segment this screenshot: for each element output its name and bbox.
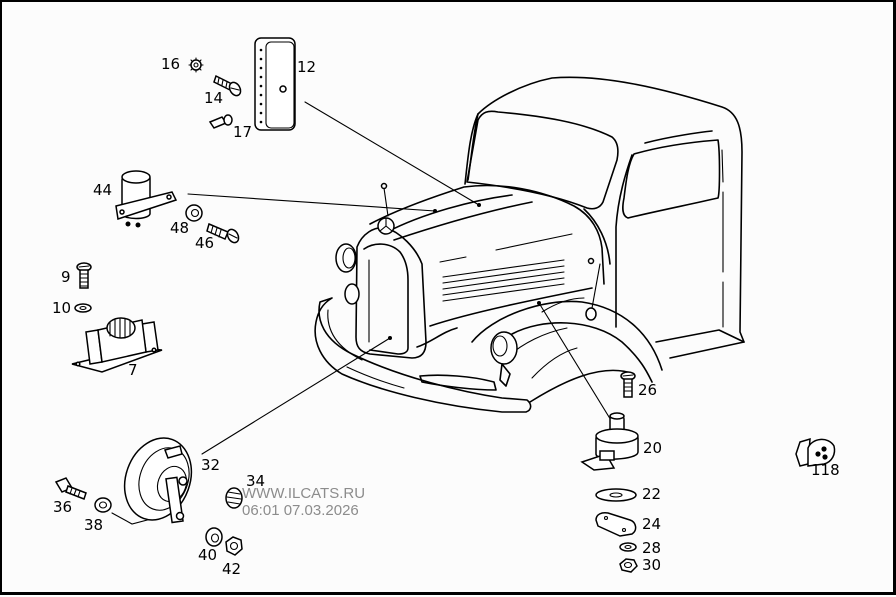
part-118-grommet[interactable] xyxy=(795,437,836,467)
part-22-washer[interactable] xyxy=(595,488,637,502)
part-14-screw[interactable] xyxy=(213,74,243,98)
part-24-plate[interactable] xyxy=(595,512,637,537)
part-20-switch[interactable] xyxy=(580,412,639,471)
part-36-bolt[interactable] xyxy=(54,477,87,500)
label-part-44[interactable]: 44 xyxy=(93,181,113,199)
label-part-38[interactable]: 38 xyxy=(84,516,104,534)
part-7-regulator[interactable] xyxy=(71,317,163,373)
part-9-screw[interactable] xyxy=(76,262,92,289)
label-part-17[interactable]: 17 xyxy=(233,123,253,141)
label-part-118[interactable]: 118 xyxy=(811,461,840,479)
truck-body xyxy=(314,76,745,413)
label-part-9[interactable]: 9 xyxy=(61,268,71,286)
part-28-spring-washer[interactable] xyxy=(619,542,637,552)
label-part-36[interactable]: 36 xyxy=(53,498,73,516)
part-10-lock-washer[interactable] xyxy=(74,303,92,313)
label-part-32[interactable]: 32 xyxy=(201,456,221,474)
watermark-site: WWW.ILCATS.RU xyxy=(242,485,366,502)
label-part-40[interactable]: 40 xyxy=(198,546,218,564)
label-part-16[interactable]: 16 xyxy=(161,55,181,73)
part-42-nut[interactable] xyxy=(225,536,243,556)
part-26-screw[interactable] xyxy=(620,371,636,398)
part-40-spring-washer[interactable] xyxy=(205,527,223,547)
label-part-48[interactable]: 48 xyxy=(170,219,190,237)
label-part-28[interactable]: 28 xyxy=(642,539,662,557)
part-34-threaded-sleeve[interactable] xyxy=(225,487,243,509)
label-part-14[interactable]: 14 xyxy=(204,89,224,107)
part-46-screw[interactable] xyxy=(206,222,241,245)
part-44-relay[interactable] xyxy=(115,170,178,228)
label-part-12[interactable]: 12 xyxy=(297,58,317,76)
label-part-34[interactable]: 34 xyxy=(246,472,266,490)
part-30-nut[interactable] xyxy=(619,558,638,573)
label-part-22[interactable]: 22 xyxy=(642,485,662,503)
part-12-fuse-box-cover[interactable] xyxy=(254,37,296,131)
part-48-washer[interactable] xyxy=(185,204,203,222)
part-38-washer[interactable] xyxy=(94,497,112,513)
label-part-26[interactable]: 26 xyxy=(638,381,658,399)
label-part-30[interactable]: 30 xyxy=(642,556,662,574)
label-part-42[interactable]: 42 xyxy=(222,560,242,578)
label-part-7[interactable]: 7 xyxy=(128,361,138,379)
part-16-toothed-washer[interactable] xyxy=(188,57,204,73)
leader-lines xyxy=(111,101,618,525)
label-part-20[interactable]: 20 xyxy=(643,439,663,457)
label-part-24[interactable]: 24 xyxy=(642,515,662,533)
watermark-datetime: 06:01 07.03.2026 xyxy=(242,502,359,519)
part-17-screw[interactable] xyxy=(208,114,233,129)
part-32-horn[interactable] xyxy=(114,429,203,530)
label-part-10[interactable]: 10 xyxy=(52,299,72,317)
label-part-46[interactable]: 46 xyxy=(195,234,215,252)
